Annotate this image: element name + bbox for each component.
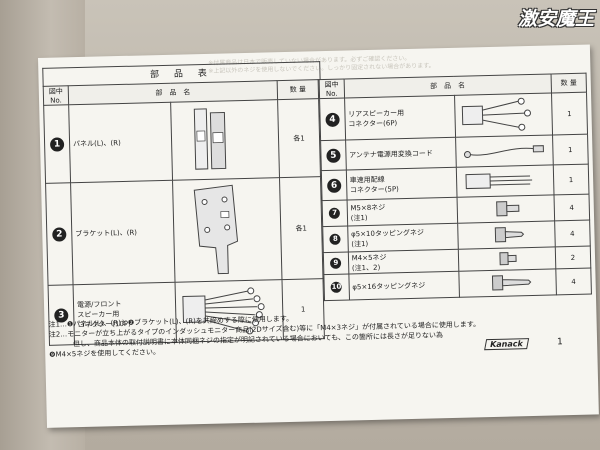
brand-logo: Kanack — [484, 338, 529, 351]
part-name: パネル(L)、(R) — [68, 102, 173, 183]
item-number: 7 — [329, 207, 341, 219]
table-row: 4 リアスピーカー用 コネクター(6P) 1 — [319, 92, 588, 141]
screw-m4x5-icon — [458, 246, 556, 272]
table-row: 5 アンテナ電源用変換コード 1 — [320, 134, 589, 171]
part-qty: 各1 — [277, 98, 321, 178]
table-row: 7 M5×8ネジ (注1) 4 — [322, 194, 590, 227]
tapping-screw-5x10-icon — [457, 220, 556, 250]
table-row: 2 ブラケット(L)、(R) 各1 — [45, 176, 323, 286]
part-name: M5×8ネジ (注1) — [346, 197, 458, 226]
part-name: φ5×16タッピングネジ — [348, 271, 460, 300]
item-number: 10 — [330, 281, 343, 293]
table-row: 3 電源/フロント スピーカー用 コネクター(10P) 1 — [48, 278, 325, 346]
item-number: 4 — [325, 112, 340, 127]
watermark-logo: 激安魔王 — [517, 8, 594, 30]
page-number: 1 — [556, 337, 563, 348]
panel-icon — [170, 99, 280, 181]
part-qty: 1 — [551, 92, 588, 135]
table-row: 9 M4×5ネジ (注1、2) 2 — [323, 246, 591, 275]
part-name: リアスピーカー用 コネクター(6P) — [344, 95, 456, 141]
part-qty: 1 — [553, 164, 589, 195]
parts-table-left: 図中No. 部 品 名 数 量 1 パネル(L)、(R) 各1 2 ブラケット(… — [43, 79, 325, 346]
antenna-cord-icon — [455, 134, 554, 168]
table-row: 1 パネル(L)、(R) 各1 — [43, 98, 321, 184]
connector-5p-icon — [456, 164, 554, 198]
item-number: 8 — [329, 233, 341, 245]
tapping-screw-5x16-icon — [458, 268, 557, 298]
part-qty: 2 — [555, 246, 591, 269]
part-name: φ5×10タッピングネジ (注1) — [347, 223, 459, 252]
connector-10p-icon — [175, 279, 284, 343]
bracket-icon — [172, 177, 282, 283]
connector-6p-icon — [454, 92, 553, 138]
part-qty: 1 — [552, 134, 589, 165]
part-qty: 4 — [553, 194, 590, 221]
parts-list-sheet: ※付属商品は日本で販売していない場合があります。必ずご確認ください。 ※上記以外… — [38, 44, 599, 428]
item-number: 6 — [326, 178, 342, 193]
part-name: アンテナ電源用変換コード — [345, 137, 457, 171]
item-number: 9 — [330, 257, 342, 269]
part-name: ブラケット(L)、(R) — [70, 180, 176, 285]
part-qty: 各1 — [279, 176, 323, 280]
part-name: 車速用配線 コネクター(5P) — [346, 167, 457, 200]
table-row: 6 車速用配線 コネクター(5P) 1 — [321, 164, 589, 201]
item-number: 2 — [52, 226, 67, 242]
screw-m5x8-icon — [456, 194, 555, 224]
part-qty: 4 — [554, 220, 591, 247]
table-row: 8 φ5×10タッピングネジ (注1) 4 — [322, 220, 591, 253]
item-number: 1 — [49, 136, 65, 152]
part-name: M4×5ネジ (注1、2) — [348, 249, 459, 274]
parts-table-right: 図中No. 部 品 名 数 量 4 リアスピーカー用 コネクター(6P) 1 5… — [319, 73, 592, 301]
table-row: 10 φ5×16タッピングネジ 4 — [323, 268, 592, 301]
part-qty: 4 — [555, 268, 592, 295]
item-number: 5 — [326, 148, 341, 163]
